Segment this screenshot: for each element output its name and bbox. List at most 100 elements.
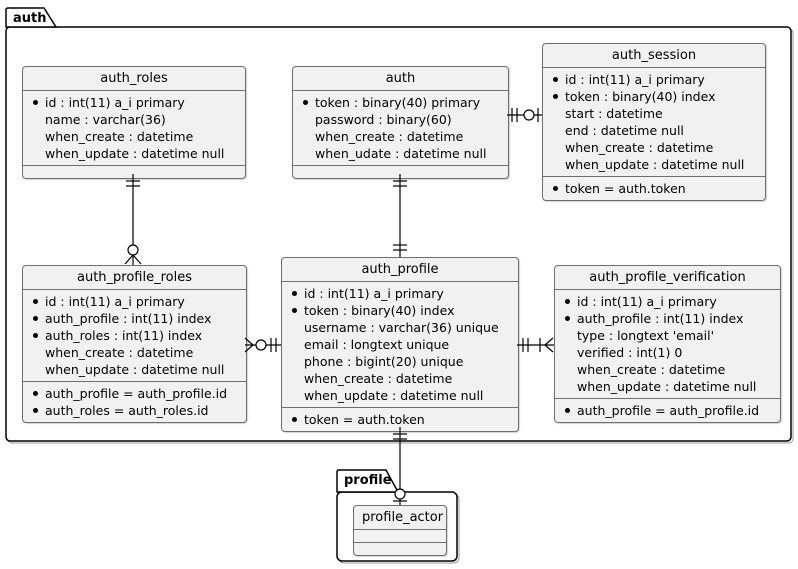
- table-row: when_update : datetime null: [282, 387, 518, 404]
- bullet-icon: [292, 417, 297, 422]
- table-keys: [23, 166, 245, 178]
- table-title: profile_actor: [354, 506, 446, 530]
- row-text: when_create : datetime: [565, 140, 714, 155]
- table-row: when_update : datetime null: [23, 145, 245, 162]
- table-row: name : varchar(36): [23, 111, 245, 128]
- bullet-icon: [565, 316, 570, 321]
- row-text: token : binary(40) index: [565, 89, 716, 104]
- table-row: auth_profile = auth_profile.id: [555, 402, 780, 419]
- table-columns: id : int(11) a_i primary token : binary(4…: [282, 282, 518, 408]
- row-text: id : int(11) a_i primary: [304, 286, 444, 301]
- row-text: username : varchar(36) unique: [304, 320, 499, 335]
- table-row: token : binary(40) index: [282, 302, 518, 319]
- row-text: phone : bigint(20) unique: [304, 354, 464, 369]
- row-text: verified : int(1) 0: [577, 345, 683, 360]
- table-row: token = auth.token: [543, 180, 765, 197]
- table-row: when_create : datetime: [23, 344, 246, 361]
- table-row: id : int(11) a_i primary: [282, 285, 518, 302]
- bullet-icon: [553, 94, 558, 99]
- table-row: auth_profile = auth_profile.id: [23, 385, 246, 402]
- bullet-icon: [553, 77, 558, 82]
- table-columns: [354, 530, 446, 543]
- table-row: when_update : datetime null: [555, 378, 780, 395]
- row-text: token : binary(40) index: [304, 303, 455, 318]
- table-row: auth_roles : int(11) index: [23, 327, 246, 344]
- row-text: when_create : datetime: [304, 371, 453, 386]
- bullet-icon: [33, 408, 38, 413]
- table-row: auth_profile : int(11) index: [555, 310, 780, 327]
- table-row: auth_roles = auth_roles.id: [23, 402, 246, 419]
- row-text: auth_profile = auth_profile.id: [45, 386, 228, 401]
- table-auth-profile-verification: auth_profile_verification id : int(11) a…: [554, 265, 781, 423]
- table-profile-actor: profile_actor: [353, 505, 447, 556]
- table-row: id : int(11) a_i primary: [555, 293, 780, 310]
- row-text: type : longtext 'email': [577, 328, 715, 343]
- table-title: auth_roles: [23, 67, 245, 91]
- row-text: start : datetime: [565, 106, 663, 121]
- table-row: token = auth.token: [282, 411, 518, 428]
- row-text: end : datetime null: [565, 123, 684, 138]
- table-row: type : longtext 'email': [555, 327, 780, 344]
- profile-package-label: profile: [344, 473, 392, 488]
- table-row: password : binary(60): [293, 111, 508, 128]
- table-row: token : binary(40) primary: [293, 94, 508, 111]
- table-row: when_create : datetime: [23, 128, 245, 145]
- table-row: when_create : datetime: [293, 128, 508, 145]
- profile-package-tab: [336, 469, 400, 493]
- table-row: auth_profile : int(11) index: [23, 310, 246, 327]
- row-text: when_update : datetime null: [577, 379, 757, 394]
- table-columns: id : int(11) a_i primary auth_profile : i…: [555, 290, 780, 399]
- bullet-icon: [33, 100, 38, 105]
- row-text: auth_profile : int(11) index: [577, 311, 744, 326]
- table-row: email : longtext unique: [282, 336, 518, 353]
- table-row: when_udate : datetime null: [293, 145, 508, 162]
- row-text: id : int(11) a_i primary: [577, 294, 717, 309]
- table-row: id : int(11) a_i primary: [23, 94, 245, 111]
- row-text: email : longtext unique: [304, 337, 450, 352]
- table-keys: token = auth.token: [282, 408, 518, 431]
- row-text: token = auth.token: [565, 181, 686, 196]
- table-keys: [293, 166, 508, 178]
- table-title: auth_profile: [282, 258, 518, 282]
- table-row: verified : int(1) 0: [555, 344, 780, 361]
- table-row: when_create : datetime: [282, 370, 518, 387]
- row-text: when_create : datetime: [577, 362, 726, 377]
- bullet-icon: [292, 291, 297, 296]
- row-text: password : binary(60): [315, 112, 452, 127]
- table-row: when_create : datetime: [543, 139, 765, 156]
- table-auth-profile-roles: auth_profile_roles id : int(11) a_i prim…: [22, 265, 247, 423]
- bullet-icon: [565, 299, 570, 304]
- row-text: when_create : datetime: [45, 129, 194, 144]
- table-row: when_update : datetime null: [543, 156, 765, 173]
- table-keys: token = auth.token: [543, 177, 765, 200]
- row-text: when_create : datetime: [45, 345, 194, 360]
- table-title: auth_profile_verification: [555, 266, 780, 290]
- row-text: when_update : datetime null: [45, 362, 225, 377]
- row-text: when_create : datetime: [315, 129, 464, 144]
- table-title: auth_profile_roles: [23, 266, 246, 290]
- table-keys: [354, 543, 446, 555]
- row-text: auth_roles : int(11) index: [45, 328, 203, 343]
- table-row: phone : bigint(20) unique: [282, 353, 518, 370]
- table-title: auth: [293, 67, 508, 91]
- bullet-icon: [33, 391, 38, 396]
- bullet-icon: [292, 308, 297, 313]
- table-row: token : binary(40) index: [543, 88, 765, 105]
- table-row: id : int(11) a_i primary: [23, 293, 246, 310]
- table-title: auth_session: [543, 44, 765, 68]
- row-text: id : int(11) a_i primary: [45, 95, 185, 110]
- table-columns: id : int(11) a_i primary auth_profile : i…: [23, 290, 246, 382]
- row-text: auth_roles = auth_roles.id: [45, 403, 209, 418]
- bullet-icon: [33, 299, 38, 304]
- row-text: when_udate : datetime null: [315, 146, 487, 161]
- bullet-icon: [553, 186, 558, 191]
- bullet-icon: [303, 100, 308, 105]
- row-text: auth_profile : int(11) index: [45, 311, 212, 326]
- row-text: id : int(11) a_i primary: [45, 294, 185, 309]
